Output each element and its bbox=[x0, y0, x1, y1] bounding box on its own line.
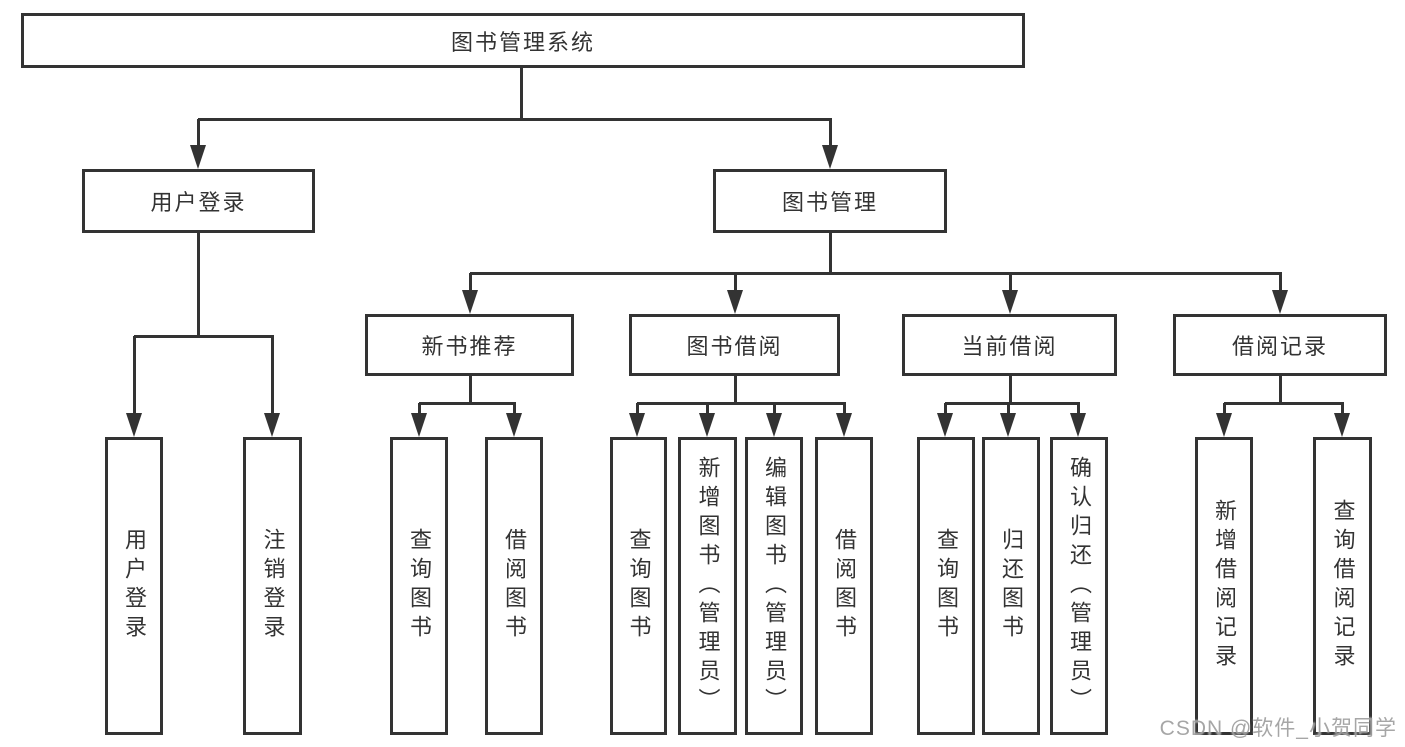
connector-line bbox=[1223, 403, 1226, 417]
connector-line bbox=[198, 118, 832, 121]
node-library-system: 图书管理系统 bbox=[21, 13, 1025, 68]
connector-line bbox=[133, 336, 136, 417]
node-leaf-query-books-2: 查询图书 bbox=[610, 437, 667, 735]
node-user-login: 用户登录 bbox=[82, 169, 315, 233]
node-leaf-edit-books-admin: 编辑图书（管理员） bbox=[745, 437, 803, 735]
arrowhead-icon bbox=[1070, 413, 1086, 437]
connector-line bbox=[1279, 376, 1282, 405]
arrowhead-icon bbox=[1216, 413, 1232, 437]
connector-line bbox=[829, 119, 832, 149]
connector-line bbox=[734, 376, 737, 405]
connector-line bbox=[829, 233, 832, 275]
connector-line bbox=[470, 272, 1282, 275]
watermark-text: CSDN @软件_小贺同学 bbox=[1159, 717, 1397, 740]
arrowhead-icon bbox=[264, 413, 280, 437]
arrowhead-icon bbox=[822, 145, 838, 169]
arrowhead-icon bbox=[126, 413, 142, 437]
node-leaf-borrow-books-2: 借阅图书 bbox=[815, 437, 873, 735]
node-book-borrowing: 图书借阅 bbox=[629, 314, 840, 376]
connector-line bbox=[1279, 273, 1282, 294]
node-leaf-borrow-books-1: 借阅图书 bbox=[485, 437, 543, 735]
node-current-borrowing: 当前借阅 bbox=[902, 314, 1117, 376]
node-leaf-logout: 注销登录 bbox=[243, 437, 302, 735]
connector-line bbox=[1077, 403, 1080, 417]
connector-line bbox=[734, 273, 737, 294]
arrowhead-icon bbox=[836, 413, 852, 437]
node-new-book-recommend: 新书推荐 bbox=[365, 314, 574, 376]
arrowhead-icon bbox=[1334, 413, 1350, 437]
arrowhead-icon bbox=[190, 145, 206, 169]
connector-line bbox=[197, 119, 200, 149]
arrowhead-icon bbox=[727, 290, 743, 314]
connector-line bbox=[469, 273, 472, 294]
arrowhead-icon bbox=[699, 413, 715, 437]
arrowhead-icon bbox=[1000, 413, 1016, 437]
connector-line bbox=[520, 68, 523, 121]
arrowhead-icon bbox=[937, 413, 953, 437]
connector-line bbox=[469, 376, 472, 405]
connector-line bbox=[706, 403, 709, 417]
connector-line bbox=[773, 403, 776, 417]
connector-line bbox=[1224, 402, 1344, 405]
arrowhead-icon bbox=[766, 413, 782, 437]
node-leaf-add-books-admin: 新增图书（管理员） bbox=[678, 437, 737, 735]
connector-line bbox=[1009, 376, 1012, 405]
connector-line bbox=[418, 403, 421, 417]
node-leaf-user-login: 用户登录 bbox=[105, 437, 163, 735]
arrowhead-icon bbox=[1002, 290, 1018, 314]
node-borrowing-records: 借阅记录 bbox=[1173, 314, 1387, 376]
arrowhead-icon bbox=[462, 290, 478, 314]
connector-line bbox=[134, 335, 274, 338]
node-book-management: 图书管理 bbox=[713, 169, 947, 233]
arrowhead-icon bbox=[506, 413, 522, 437]
connector-line bbox=[1341, 403, 1344, 417]
connector-line bbox=[1009, 273, 1012, 294]
arrowhead-icon bbox=[1272, 290, 1288, 314]
connector-line bbox=[944, 403, 947, 417]
arrowhead-icon bbox=[629, 413, 645, 437]
connector-line bbox=[513, 403, 516, 417]
connector-line bbox=[945, 402, 1080, 405]
connector-line bbox=[636, 403, 639, 417]
node-leaf-return-books: 归还图书 bbox=[982, 437, 1040, 735]
connector-line bbox=[271, 336, 274, 417]
arrowhead-icon bbox=[411, 413, 427, 437]
node-leaf-query-record: 查询借阅记录 bbox=[1313, 437, 1372, 735]
node-leaf-query-books-3: 查询图书 bbox=[917, 437, 975, 735]
connector-line bbox=[419, 402, 516, 405]
node-leaf-confirm-return: 确认归还（管理员） bbox=[1050, 437, 1108, 735]
connector-line bbox=[637, 402, 846, 405]
connector-line bbox=[197, 233, 200, 338]
node-leaf-add-record: 新增借阅记录 bbox=[1195, 437, 1253, 735]
connector-line bbox=[1007, 403, 1010, 417]
node-leaf-query-books-1: 查询图书 bbox=[390, 437, 448, 735]
connector-line bbox=[843, 403, 846, 417]
